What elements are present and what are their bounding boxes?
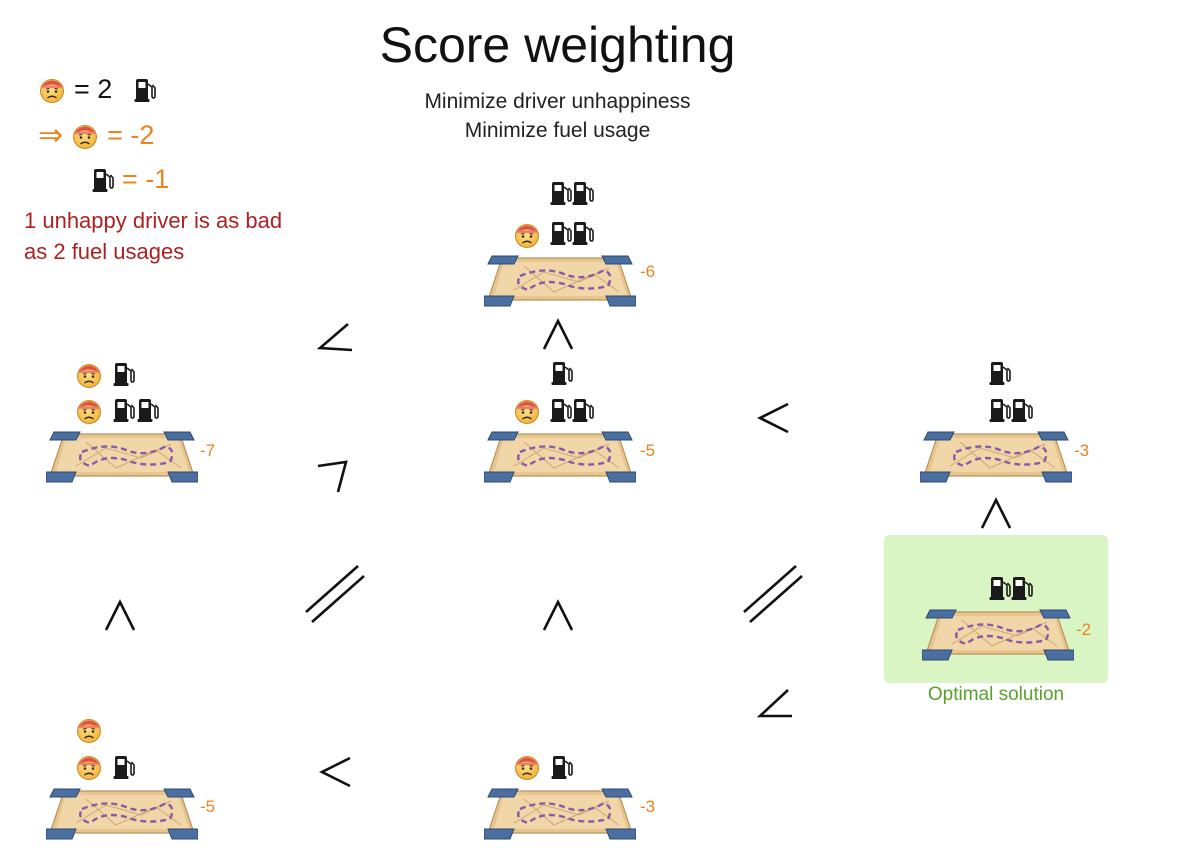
fuel-pump-icon — [572, 397, 594, 423]
map-icon — [46, 428, 198, 484]
subtitle-line-2: Minimize fuel usage — [464, 119, 651, 142]
unhappy-driver-icon — [75, 716, 103, 744]
relation-less-mid-right — [757, 402, 789, 434]
fuel-pump-icon — [134, 77, 156, 103]
map-icon — [922, 606, 1074, 662]
solution-score: -2 — [1076, 620, 1092, 639]
unhappy-driver-icon — [71, 122, 99, 150]
relation-up-top-center — [542, 318, 574, 350]
unhappy-driver-icon — [513, 753, 541, 781]
fuel-pump-icon — [92, 167, 114, 193]
legend-rule-3-text: = -1 — [122, 164, 170, 194]
relation-up-left — [104, 599, 136, 631]
map-icon — [484, 785, 636, 841]
legend-rule-1-text: = 2 — [74, 74, 113, 104]
fuel-pump-icon — [113, 361, 135, 387]
fuel-pump-icon — [1011, 575, 1033, 601]
solution-score: -5 — [640, 441, 656, 460]
implies-arrow-icon: ⇒ — [38, 119, 64, 152]
relation-not-less-left — [317, 460, 348, 493]
solution-score: -3 — [1074, 441, 1090, 460]
fuel-pump-icon — [550, 180, 572, 206]
legend-rule-2-text: = -2 — [107, 120, 155, 150]
legend-rule-3: = -1 — [92, 164, 169, 195]
fuel-pump-icon — [1011, 397, 1033, 423]
legend-rule-2: ⇒ = -2 — [38, 118, 154, 153]
relation-angle-bottom-right — [756, 689, 792, 718]
optimal-solution-label: Optimal solution — [927, 684, 1065, 705]
weighting-note-line-2: as 2 fuel usages — [24, 239, 185, 264]
legend-rule-1: = 2 — [38, 74, 156, 105]
map-icon — [920, 428, 1072, 484]
page-title: Score weighting — [379, 17, 736, 73]
fuel-pump-icon — [989, 575, 1011, 601]
unhappy-driver-icon — [75, 361, 103, 389]
fuel-pump-icon — [113, 754, 135, 780]
fuel-pump-icon — [572, 220, 594, 246]
solution-score: -3 — [640, 797, 656, 816]
unhappy-driver-icon — [75, 397, 103, 425]
solution-score: -6 — [640, 262, 656, 281]
relation-angle-top-left — [316, 323, 353, 352]
fuel-pump-icon — [989, 360, 1011, 386]
unhappy-driver-icon — [38, 76, 66, 104]
fuel-pump-icon — [113, 397, 135, 423]
solution-score: -7 — [200, 441, 216, 460]
weighting-note: 1 unhappy driver is as bad as 2 fuel usa… — [24, 205, 282, 267]
fuel-pump-icon — [137, 397, 159, 423]
unhappy-driver-icon — [75, 753, 103, 781]
fuel-pump-icon — [572, 180, 594, 206]
relation-up-center — [542, 599, 574, 631]
relation-parallel-left — [305, 565, 365, 623]
fuel-pump-icon — [551, 754, 573, 780]
fuel-pump-icon — [551, 360, 573, 386]
fuel-pump-icon — [550, 397, 572, 423]
subtitle-line-1: Minimize driver unhappiness — [424, 90, 691, 113]
relation-less-bottom — [319, 756, 351, 788]
weighting-note-line-1: 1 unhappy driver is as bad — [24, 208, 283, 233]
relation-parallel-right — [743, 565, 803, 623]
solution-score: -5 — [200, 797, 216, 816]
map-icon — [484, 252, 636, 308]
map-icon — [484, 428, 636, 484]
unhappy-driver-icon — [513, 221, 541, 249]
fuel-pump-icon — [989, 397, 1011, 423]
map-icon — [46, 785, 198, 841]
fuel-pump-icon — [550, 220, 572, 246]
unhappy-driver-icon — [513, 397, 541, 425]
relation-up-right — [980, 497, 1012, 529]
